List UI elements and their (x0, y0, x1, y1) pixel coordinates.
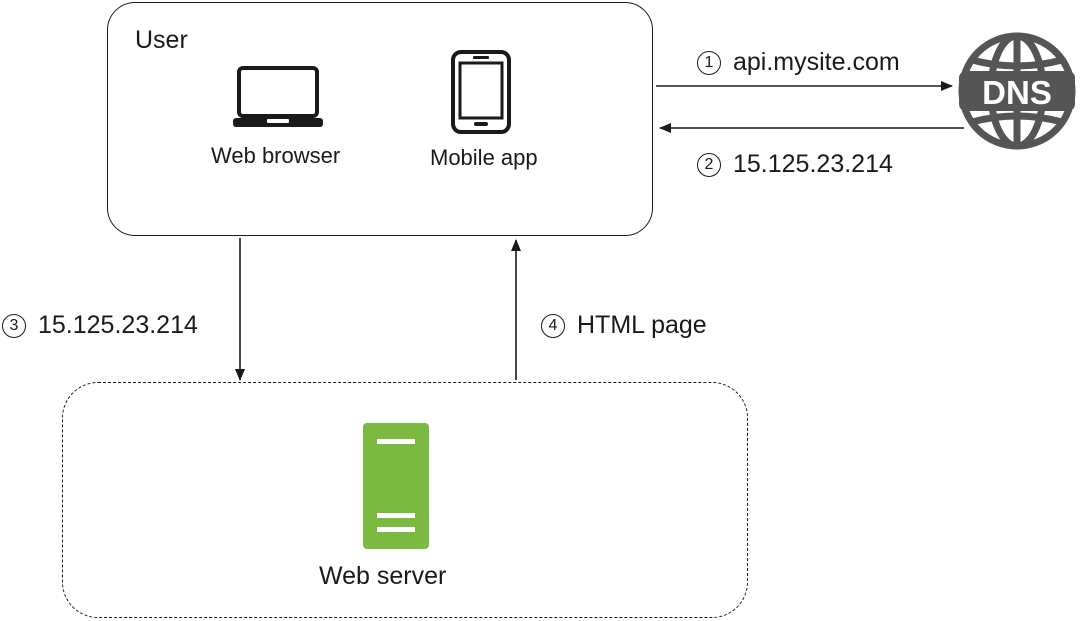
step-4-text: HTML page (577, 311, 707, 339)
step-1-number: 1 (697, 50, 721, 75)
step-3-number: 3 (2, 313, 26, 338)
web-browser-label: Web browser (211, 143, 341, 168)
step-1-text: api.mysite.com (733, 48, 900, 76)
web-server-label: Web server (319, 562, 447, 590)
step-2-number: 2 (697, 152, 721, 177)
laptop-icon (233, 66, 323, 127)
step-3-text: 15.125.23.214 (38, 311, 198, 339)
dns-label: DNS (982, 74, 1052, 111)
step-1-label: 1 api.mysite.com (697, 50, 900, 75)
user-box (107, 2, 653, 236)
step-3-label: 3 15.125.23.214 (2, 313, 198, 338)
dns-globe-icon: DNS (958, 32, 1076, 150)
step-4-number: 4 (541, 313, 565, 338)
step-2-text: 15.125.23.214 (733, 150, 893, 178)
server-icon (363, 423, 429, 549)
mobile-app-label: Mobile app (430, 145, 538, 170)
web-server-box (62, 382, 748, 618)
step-2-label: 2 15.125.23.214 (697, 152, 893, 177)
step-4-label: 4 HTML page (541, 313, 707, 338)
mobile-phone-icon (451, 50, 511, 134)
user-title: User (135, 26, 188, 54)
